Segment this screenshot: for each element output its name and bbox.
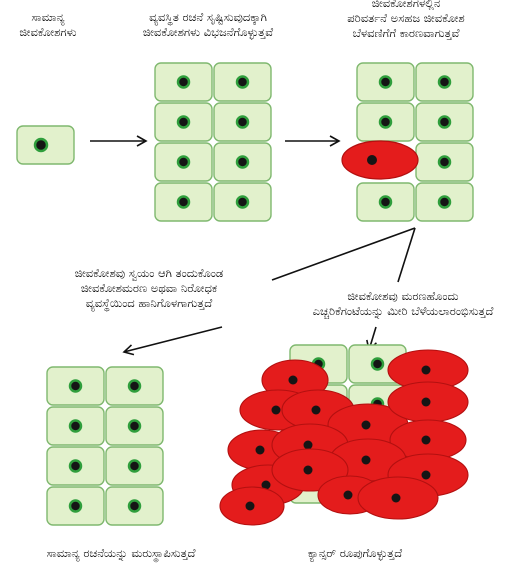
normal-cell bbox=[357, 103, 414, 141]
label-restored-structure: ಸಾಮಾನ್ಯ ರಚನೆಯನ್ನು ಮರುಸ್ಥಾಪಿಸುತ್ತದೆ bbox=[16, 546, 226, 561]
normal-cell bbox=[155, 183, 212, 221]
normal-cell bbox=[155, 103, 212, 141]
label-uncontrolled-growth: ಜೀವಕೋಶವು ಮರಣಹೊಂದುಎಚ್ಚರಿಕೆಗಂಟೆಯನ್ನು ಮೀರಿ … bbox=[282, 289, 524, 319]
restored-cell-grid bbox=[47, 367, 163, 525]
normal-cell bbox=[47, 407, 104, 445]
normal-cell bbox=[47, 487, 104, 525]
arrow-to-apoptosis bbox=[272, 228, 415, 280]
normal-cell bbox=[155, 63, 212, 101]
normal-cell bbox=[214, 63, 271, 101]
normal-cell bbox=[47, 367, 104, 405]
normal-cell bbox=[214, 103, 271, 141]
label-cancer-forms: ಕ್ಯಾನ್ಸರ್ ರೂಪುಗೊಳ್ಳುತ್ತದೆ bbox=[270, 546, 440, 561]
normal-cell bbox=[357, 63, 414, 101]
normal-cell bbox=[106, 367, 163, 405]
organized-cell-grid bbox=[155, 63, 271, 221]
normal-cell bbox=[416, 143, 473, 181]
normal-cell bbox=[47, 447, 104, 485]
normal-cell bbox=[155, 143, 212, 181]
arrow-to-restored bbox=[124, 327, 222, 352]
cancer-cell bbox=[388, 382, 468, 422]
normal-cell bbox=[416, 63, 473, 101]
normal-cell bbox=[416, 183, 473, 221]
normal-cell bbox=[214, 183, 271, 221]
normal-cell bbox=[416, 103, 473, 141]
normal-cell bbox=[214, 143, 271, 181]
normal-cell bbox=[106, 487, 163, 525]
normal-cell bbox=[106, 407, 163, 445]
cancer-cell bbox=[358, 477, 438, 519]
cancer-cell bbox=[220, 487, 284, 525]
single-normal-cell bbox=[17, 126, 74, 164]
abnormal-cell bbox=[342, 141, 418, 179]
normal-cell bbox=[106, 447, 163, 485]
normal-cell bbox=[357, 183, 414, 221]
label-organized-division: ವ್ಯವಸ್ಥಿತ ರಚನೆ ಸೃಷ್ಟಿಸುವುದಕ್ಕಾಗಿಜೀವಕೋಶಗಳ… bbox=[108, 10, 308, 40]
arrow-to-uncontrolled bbox=[398, 228, 415, 282]
